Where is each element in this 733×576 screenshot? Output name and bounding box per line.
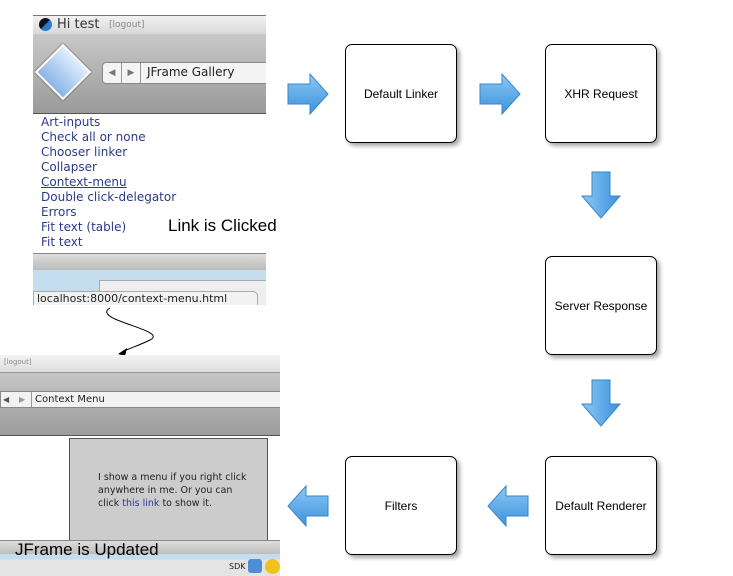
greeting: Hi test xyxy=(57,17,100,32)
status-bar-url: localhost:8000/context-menu.html xyxy=(33,291,258,305)
window-toolbar: ◀ ▶ Context Menu xyxy=(0,373,280,436)
app-dock-icon[interactable] xyxy=(265,559,280,574)
forward-button[interactable]: ▶ xyxy=(122,63,141,83)
window-footer xyxy=(33,253,266,270)
app-dock-icon[interactable] xyxy=(248,559,262,573)
gallery-link[interactable]: Check all or none xyxy=(41,130,146,144)
arrow-right-icon xyxy=(287,72,329,116)
dock-bar: SDK xyxy=(0,554,280,576)
context-menu-panel[interactable]: I show a menu if you right click anywher… xyxy=(69,438,268,555)
step-default-linker: Default Linker xyxy=(345,44,457,143)
logout-link[interactable]: [logout] xyxy=(109,20,145,30)
show-menu-link[interactable]: this link xyxy=(122,498,160,509)
step-filters: Filters xyxy=(345,456,457,555)
screenshot-after: [logout] ◀ ▶ Context Menu I show a menu … xyxy=(0,355,280,576)
app-icon xyxy=(34,43,92,101)
step-server-response: Server Response xyxy=(545,256,657,355)
logout-link[interactable]: [logout] xyxy=(4,358,32,366)
arrow-left-icon xyxy=(487,484,529,528)
sdk-label: SDK xyxy=(229,562,246,571)
connector-curve xyxy=(106,307,154,353)
location-bar: ◀ ▶ JFrame Gallery xyxy=(102,62,266,84)
arrow-down-icon xyxy=(580,171,622,219)
gallery-link[interactable]: Errors xyxy=(41,205,77,219)
app-logo-icon xyxy=(39,18,52,31)
window-title: Context Menu xyxy=(31,392,105,407)
window-toolbar: ◀ ▶ JFrame Gallery xyxy=(33,34,266,114)
window-title: JFrame Gallery xyxy=(147,65,235,79)
gallery-link[interactable]: Fit text (table) xyxy=(41,220,127,234)
connector-arrowhead-icon xyxy=(118,348,127,356)
location-bar: ◀ ▶ Context Menu xyxy=(0,391,280,408)
gallery-link[interactable]: Fit text xyxy=(41,235,83,249)
caption-link-clicked: Link is Clicked xyxy=(168,216,277,235)
back-button[interactable]: ◀ xyxy=(3,395,10,404)
arrow-left-icon xyxy=(287,484,329,528)
screenshot-before: Hi test [logout] ◀ ▶ JFrame Gallery Art-… xyxy=(33,15,266,305)
back-button[interactable]: ◀ xyxy=(103,63,122,83)
panel-text: I show a menu if you right click anywher… xyxy=(98,472,247,509)
window-footer xyxy=(0,540,280,555)
step-xhr-request: XHR Request xyxy=(545,44,657,143)
gallery-link-list: Art-inputs Check all or none Chooser lin… xyxy=(41,115,176,250)
gallery-link[interactable]: Collapser xyxy=(41,160,97,174)
title-bar: Hi test [logout] xyxy=(33,15,266,35)
gallery-link[interactable]: Art-inputs xyxy=(41,115,101,129)
caption-jframe-updated: JFrame is Updated xyxy=(15,540,159,559)
title-bar: [logout] xyxy=(0,355,280,373)
step-default-renderer: Default Renderer xyxy=(545,456,657,555)
gallery-link-context-menu[interactable]: Context-menu xyxy=(41,175,127,189)
gallery-link[interactable]: Chooser linker xyxy=(41,145,128,159)
arrow-down-icon xyxy=(580,379,622,427)
arrow-right-icon xyxy=(479,72,521,116)
forward-button[interactable]: ▶ xyxy=(19,395,26,404)
gallery-link[interactable]: Double click-delegator xyxy=(41,190,177,204)
